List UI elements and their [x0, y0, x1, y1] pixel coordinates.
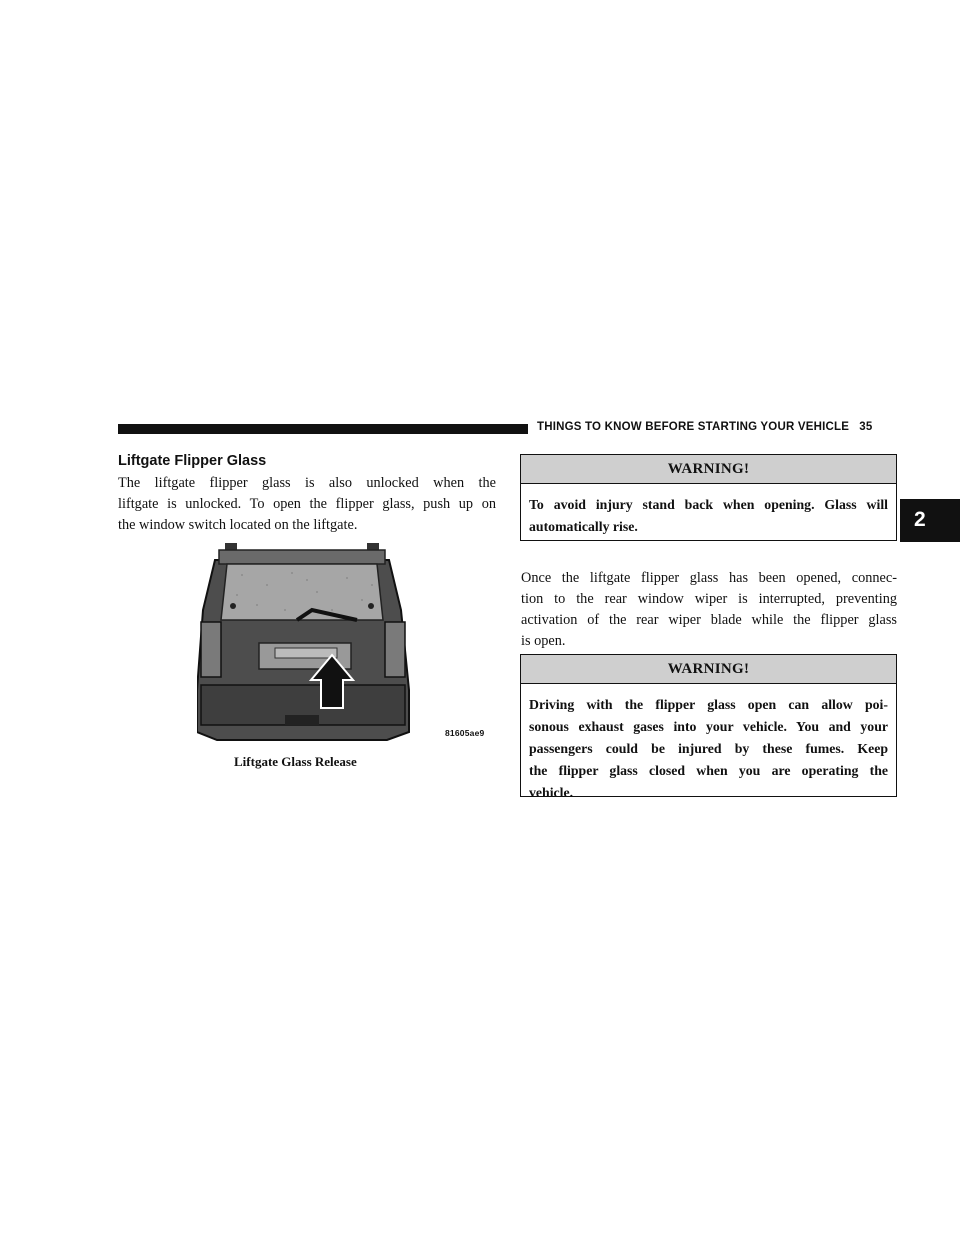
glass-mount-right	[368, 603, 374, 609]
chapter-tab: 2	[900, 499, 960, 542]
warning-line: vehicle.	[529, 785, 574, 800]
rear-wiper	[295, 607, 358, 622]
glass-texture	[236, 572, 373, 611]
warning-line: Driving with the flipper glass open can …	[529, 697, 888, 712]
header-title: THINGS TO KNOW BEFORE STARTING YOUR VEHI…	[537, 421, 850, 433]
warning-body: Driving with the flipper glass open can …	[521, 684, 896, 804]
body-line: activation of the rear wiper blade while…	[521, 612, 897, 628]
tail-light-right	[384, 621, 406, 678]
warning-line: the flipper glass closed when you are op…	[529, 763, 888, 778]
warning-title: WARNING!	[521, 655, 896, 684]
header-rule	[118, 424, 528, 434]
warning-box-1: WARNING! To avoid injury stand back when…	[520, 454, 897, 541]
figure-code: 81605ae9	[445, 728, 485, 738]
warning-line: passengers could be injured by these fum…	[529, 741, 888, 756]
chapter-number: 2	[914, 508, 926, 531]
body-paragraph: Once the liftgate flipper glass has been…	[521, 568, 897, 652]
flipper-glass	[220, 563, 384, 621]
warning-line: To avoid injury stand back when opening.…	[529, 497, 888, 512]
liftgate-figure	[196, 540, 497, 750]
glass-mount-left	[230, 603, 236, 609]
roof-band	[218, 549, 386, 565]
warning-body: To avoid injury stand back when opening.…	[521, 484, 896, 538]
roof-rail-right	[367, 543, 379, 553]
running-header: THINGS TO KNOW BEFORE STARTING YOUR VEHI…	[537, 421, 872, 433]
roof-rail-left	[225, 543, 237, 553]
intro-paragraph: The liftgate flipper glass is also unloc…	[118, 473, 496, 536]
page-number: 35	[859, 421, 873, 433]
intro-line: the window switch located on the liftgat…	[118, 517, 358, 533]
tow-hitch	[285, 715, 319, 725]
body-line: Once the liftgate flipper glass has been…	[521, 570, 897, 586]
vehicle-rear-illustration	[196, 543, 410, 741]
section-heading: Liftgate Flipper Glass	[118, 453, 267, 469]
intro-line: The liftgate flipper glass is also unloc…	[118, 475, 496, 491]
tail-light-left	[200, 621, 222, 678]
arrow-up-icon	[308, 653, 356, 709]
warning-box-2: WARNING! Driving with the flipper glass …	[520, 654, 897, 800]
window-switch	[274, 647, 338, 659]
warning-line: automatically rise.	[529, 519, 638, 534]
warning-title: WARNING!	[521, 455, 896, 484]
body-line: tion to the rear window wiper is interru…	[521, 591, 897, 607]
figure-caption: Liftgate Glass Release	[234, 754, 357, 769]
body-line: is open.	[521, 633, 566, 649]
intro-line: liftgate is unlocked. To open the flippe…	[118, 496, 496, 512]
warning-line: sonous exhaust gases into your vehicle. …	[529, 719, 888, 734]
